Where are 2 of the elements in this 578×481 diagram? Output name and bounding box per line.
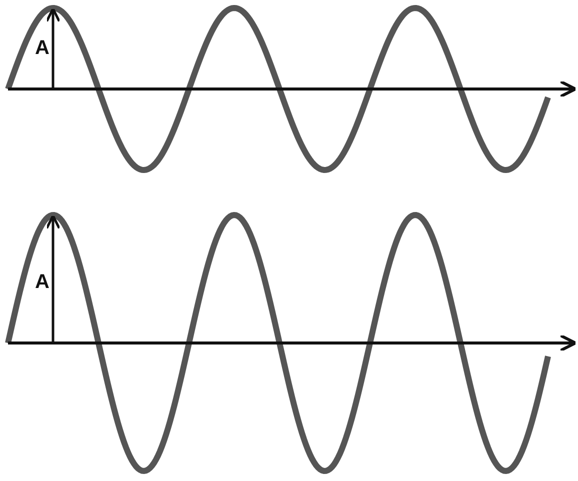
amplitude-label: A	[35, 38, 50, 58]
amplitude-label: A	[35, 272, 50, 292]
